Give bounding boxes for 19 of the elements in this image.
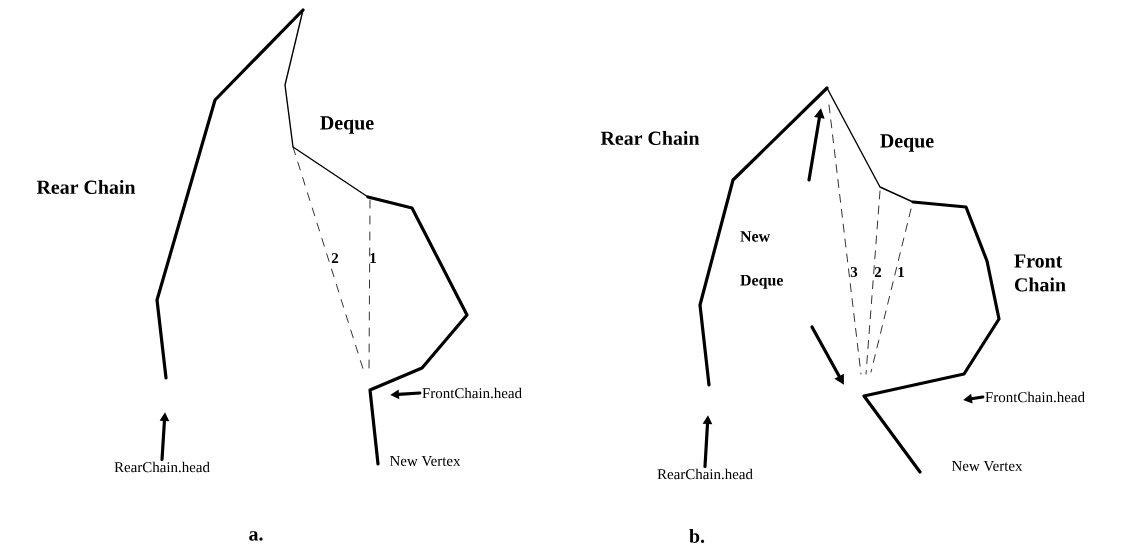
number-label: 1 (898, 267, 904, 277)
chain-label: Deque (320, 116, 374, 134)
chain-label: Rear Chain (600, 131, 700, 145)
chain-label: New Deque (740, 231, 783, 289)
chain-label: Deque (880, 134, 934, 152)
pointer-label: FrontChain.head (422, 387, 522, 399)
pointer-label: FrontChain.head (985, 391, 1085, 403)
vertex-label: New Vertex (951, 461, 1023, 471)
panel-label: a. (249, 531, 263, 541)
number-label: 1 (370, 253, 376, 263)
chain-label: Front Chain (1014, 254, 1066, 292)
number-label: 2 (331, 253, 339, 263)
pointer-label: RearChain.head (114, 461, 210, 473)
number-label: 3 (850, 267, 858, 277)
panel-label: b. (689, 528, 705, 544)
number-label: 2 (874, 267, 882, 277)
vertex-label: New Vertex (389, 456, 461, 466)
pointer-label: RearChain.head (657, 468, 753, 480)
chain-label: Rear Chain (36, 180, 136, 194)
